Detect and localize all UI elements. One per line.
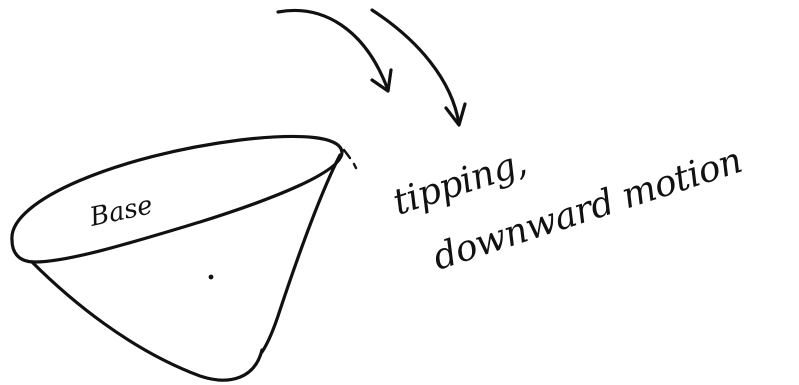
cone-center-dot — [209, 275, 214, 280]
cone-shape — [12, 136, 356, 380]
cone-base-ellipse — [12, 136, 342, 262]
curved-arrow-right — [372, 10, 465, 125]
curved-arrow-left — [278, 11, 391, 91]
base-label: Base — [86, 190, 155, 233]
motion-label-line-1: tipping, — [388, 142, 531, 223]
cone-left-side — [32, 262, 262, 380]
